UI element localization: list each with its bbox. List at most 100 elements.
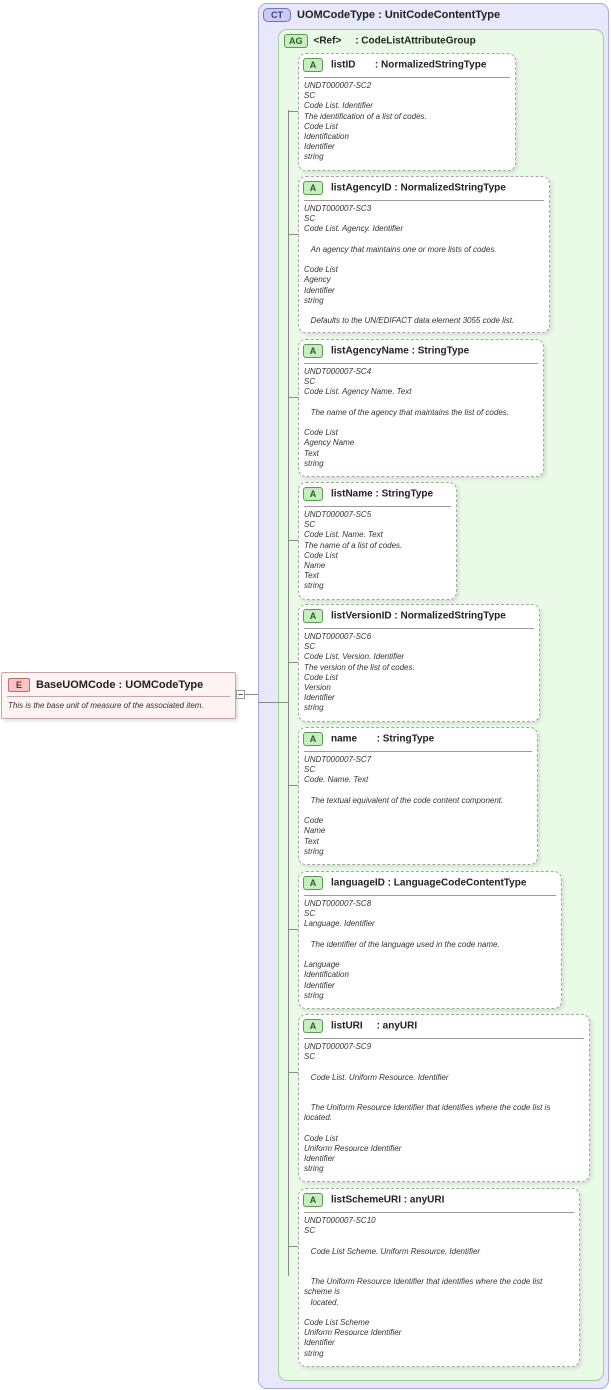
- doc-line: [304, 1124, 585, 1134]
- doc-line: string: [304, 846, 324, 856]
- attribute-group-badge: AG: [284, 34, 308, 48]
- doc-line: string: [304, 581, 324, 591]
- attribute-name: listAgencyName: [331, 345, 409, 357]
- attribute-separator: [304, 200, 544, 201]
- attribute-type: NormalizedStringType: [400, 182, 506, 194]
- doc-line: Name: [304, 826, 326, 836]
- doc-line: [304, 1093, 585, 1103]
- doc-line: string: [304, 1348, 324, 1358]
- attribute-separator: [304, 506, 451, 507]
- doc-line: Name: [304, 561, 326, 571]
- doc-line: Uniform Resource Identifier: [304, 1328, 402, 1338]
- doc-line: string: [304, 703, 324, 713]
- doc-line: The identifier of the language used in t…: [304, 939, 500, 949]
- attribute-name: listVersionID: [331, 610, 392, 622]
- attribute-name: listAgencyID: [331, 182, 392, 194]
- attribute-badge: A: [303, 876, 323, 890]
- connector-branch: [288, 540, 298, 541]
- doc-line: Code. Name. Text: [304, 775, 369, 785]
- doc-line: [304, 930, 557, 940]
- doc-line: Code List. Name. Text: [304, 530, 383, 540]
- doc-line: [304, 786, 533, 796]
- doc-line: scheme is: [304, 1287, 341, 1297]
- collapse-toggle-icon[interactable]: [236, 690, 245, 699]
- doc-line: Text: [304, 448, 319, 458]
- attribute-type: StringType: [381, 488, 434, 500]
- doc-line: UNDT000007-SC9: [304, 1042, 372, 1051]
- attribute-badge: A: [303, 1193, 323, 1207]
- doc-line: SC: [304, 520, 316, 530]
- doc-line: [304, 306, 545, 316]
- doc-line: Code List: [304, 672, 338, 682]
- attribute-group-name: <Ref>: [313, 35, 342, 47]
- attribute-separator: [304, 363, 538, 364]
- attribute-type: LanguageCodeContentType: [393, 877, 527, 889]
- attribute-separator: [304, 77, 510, 78]
- complex-type-badge: CT: [263, 8, 291, 22]
- doc-line: Code List: [304, 428, 338, 438]
- doc-line: The textual equivalent of the code conte…: [304, 795, 504, 805]
- doc-line: Code List. Agency Name. Text: [304, 387, 412, 397]
- element-type: UOMCodeType: [125, 678, 204, 691]
- attribute-type: StringType: [417, 345, 470, 357]
- doc-line: Identifier: [304, 285, 335, 295]
- doc-line: Version: [304, 683, 331, 693]
- doc-line: SC: [304, 909, 316, 919]
- doc-line: The identification of a list of codes.: [304, 111, 427, 121]
- doc-line: An agency that maintains one or more lis…: [304, 244, 497, 254]
- doc-line: [304, 1267, 575, 1277]
- doc-line: UNDT000007-SC5: [304, 510, 372, 519]
- attribute-name: name: [331, 733, 358, 745]
- doc-line: The Uniform Resource Identifier that ide…: [304, 1277, 543, 1287]
- connector-branch: [288, 1072, 298, 1073]
- doc-line: Identifier: [304, 980, 335, 990]
- connector-type-to-group: [258, 702, 288, 703]
- doc-line: Code List. Agency. Identifier: [304, 224, 404, 234]
- doc-line: [304, 235, 545, 245]
- doc-line: Identification: [304, 132, 349, 142]
- doc-line: UNDT000007-SC8: [304, 899, 372, 908]
- doc-line: Code List: [304, 550, 338, 560]
- element-name: BaseUOMCode: [36, 678, 116, 691]
- connector-element-to-type: [243, 694, 258, 695]
- doc-line: [304, 255, 545, 265]
- connector-branch: [288, 929, 298, 930]
- doc-line: Identifier: [304, 142, 335, 152]
- connector-branch: [288, 1246, 298, 1247]
- attribute-badge: A: [303, 58, 323, 72]
- doc-line: UNDT000007-SC10: [304, 1216, 376, 1225]
- complex-type-base: UnitCodeContentType: [384, 8, 501, 21]
- attribute-type: anyURI: [409, 1194, 445, 1206]
- doc-line: Identifier: [304, 1154, 335, 1164]
- doc-line: Identifier: [304, 693, 335, 703]
- attribute-badge: A: [303, 609, 323, 623]
- attribute-name: listID: [331, 59, 356, 71]
- attribute-separator: [304, 1038, 584, 1039]
- doc-line: string: [304, 295, 324, 305]
- doc-line: string: [304, 458, 324, 468]
- doc-line: [304, 1257, 575, 1267]
- attribute-badge: A: [303, 1019, 323, 1033]
- attribute-type: StringType: [382, 733, 435, 745]
- doc-line: Code List. Uniform Resource. Identifier: [304, 1072, 449, 1082]
- doc-line: Agency Name: [304, 438, 355, 448]
- complex-type-name: UOMCodeType: [297, 8, 376, 21]
- doc-line: Code List Scheme. Uniform Resource. Iden…: [304, 1246, 481, 1256]
- doc-line: Code List. Version. Identifier: [304, 652, 405, 662]
- doc-line: SC: [304, 91, 316, 101]
- doc-line: Uniform Resource Identifier: [304, 1143, 402, 1153]
- doc-line: Code List Scheme: [304, 1317, 370, 1327]
- doc-line: [304, 1083, 585, 1093]
